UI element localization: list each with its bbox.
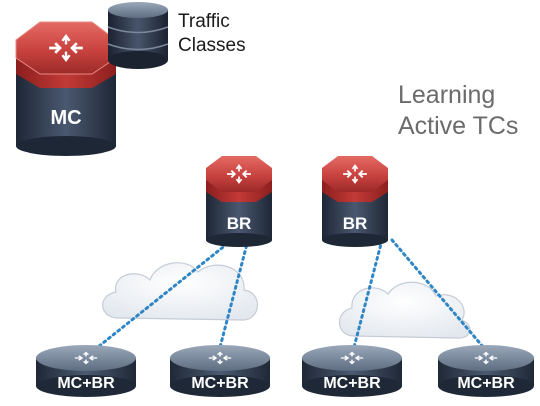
branch-router-3: MC+BR [302, 345, 402, 397]
mc-label: MC [50, 107, 81, 129]
branch2-label: MC+BR [191, 375, 249, 392]
database-icon [107, 2, 169, 69]
traffic-classes-label: Traffic Classes [178, 10, 246, 58]
branch-router-4: MC+BR [438, 345, 534, 397]
branch1-label: MC+BR [57, 375, 115, 392]
traffic-classes-line-1: Traffic [178, 11, 230, 32]
branch3-label: MC+BR [323, 375, 381, 392]
border-router-2: BR [322, 156, 388, 247]
learning-label: Learning Active TCs [398, 80, 518, 142]
traffic-classes-line-2: Classes [178, 35, 246, 56]
learning-line-2: Active TCs [398, 112, 519, 140]
br2-label: BR [343, 214, 368, 233]
br1-label: BR [227, 214, 252, 233]
link-br2-branch3 [350, 238, 384, 357]
branch4-label: MC+BR [457, 375, 515, 392]
link-br1-branch2 [216, 238, 250, 357]
cloud-right [338, 281, 471, 339]
learning-line-1: Learning [398, 81, 496, 109]
border-router-1: BR [206, 156, 272, 247]
branch-router-1: MC+BR [36, 345, 136, 397]
link-br1-branch1 [86, 238, 234, 357]
cloud-left [102, 262, 259, 321]
branch-router-2: MC+BR [170, 345, 270, 397]
link-lines [86, 238, 492, 357]
mc-router: MC [15, 21, 117, 156]
link-br2-branch4 [390, 238, 492, 357]
